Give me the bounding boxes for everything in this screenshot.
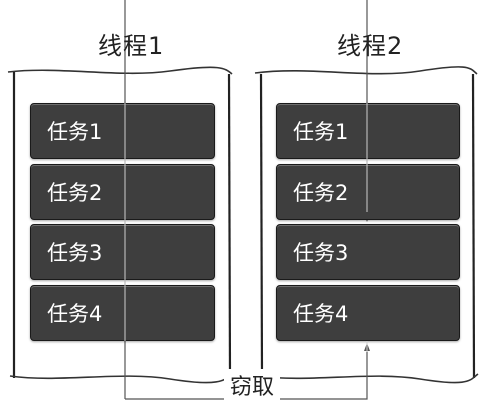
thread-1-task-1: 任务1 xyxy=(30,103,215,159)
thread-2-task-3: 任务3 xyxy=(276,224,460,280)
thread-2-container-bottom xyxy=(256,373,479,384)
thread-1-task-4: 任务4 xyxy=(30,285,215,341)
thread-2-task-2: 任务2 xyxy=(276,164,460,220)
thread-1-container-bottom xyxy=(9,373,233,384)
thread-2-task-1: 任务1 xyxy=(276,103,460,159)
thread-2-task-4: 任务4 xyxy=(276,285,460,341)
thread-1-title: 线程1 xyxy=(98,32,165,60)
thread-1-container-right xyxy=(227,73,232,377)
thread-2-container-top xyxy=(254,66,478,75)
steal-label: 窃取 xyxy=(224,369,281,401)
steal-arrowhead xyxy=(364,343,370,351)
thread-1-task-2: 任务2 xyxy=(30,164,215,220)
thread-1-container-top xyxy=(7,66,233,75)
thread-2-container-right xyxy=(471,73,476,379)
steal-path xyxy=(125,347,368,400)
thread-2-title: 线程2 xyxy=(337,32,404,60)
thread-1-task-3: 任务3 xyxy=(30,224,215,280)
thread-2-container-left xyxy=(259,73,264,377)
